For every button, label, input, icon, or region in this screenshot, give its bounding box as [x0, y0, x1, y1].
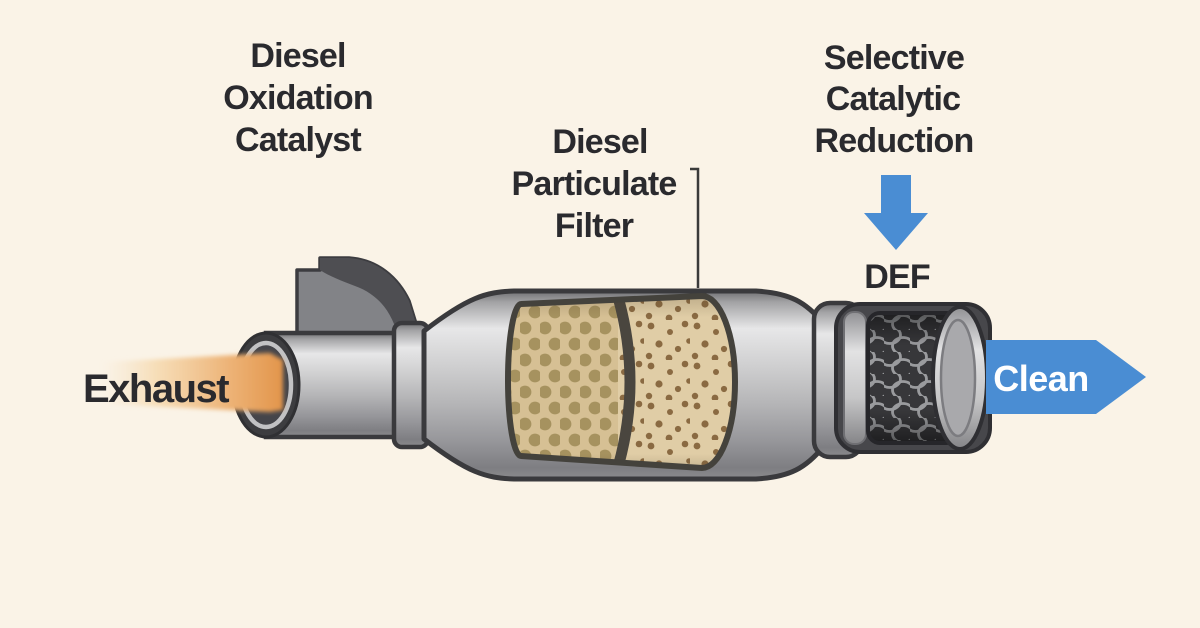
scr-left-rim — [843, 311, 867, 445]
exhaust-stream-icon — [102, 353, 283, 412]
scr-label: Selective Catalytic Reduction — [814, 39, 974, 160]
cutaway-window-frame — [505, 292, 738, 472]
scr-canister — [811, 300, 992, 460]
scr-label-line3: Reduction — [814, 122, 973, 160]
doc-label-line1: Diesel — [250, 37, 345, 75]
doc-label: Diesel Oxidation Catalyst — [223, 37, 373, 159]
clean-label: Clean — [993, 358, 1089, 399]
exhaust-label: Exhaust — [83, 367, 229, 411]
scr-label-line1: Selective — [824, 39, 964, 77]
dpf-leader-line — [690, 167, 700, 288]
cutaway-window — [508, 296, 735, 468]
dpf-label-line3: Filter — [555, 207, 634, 245]
def-down-arrow-icon — [864, 175, 928, 250]
mounting-bracket — [295, 256, 423, 342]
scr-end-cap-inner — [939, 318, 977, 438]
doc-label-line2: Oxidation — [223, 79, 373, 117]
dpf-label: Diesel Particulate Filter — [511, 123, 677, 245]
doc-label-line3: Catalyst — [235, 121, 361, 159]
scr-label-line2: Catalytic — [826, 80, 961, 118]
def-label: DEF — [864, 258, 930, 296]
clean-arrow-icon — [986, 340, 1146, 414]
dpf-label-line1: Diesel — [552, 123, 647, 161]
dpf-label-line2: Particulate — [511, 165, 676, 203]
window-shading — [508, 296, 735, 468]
